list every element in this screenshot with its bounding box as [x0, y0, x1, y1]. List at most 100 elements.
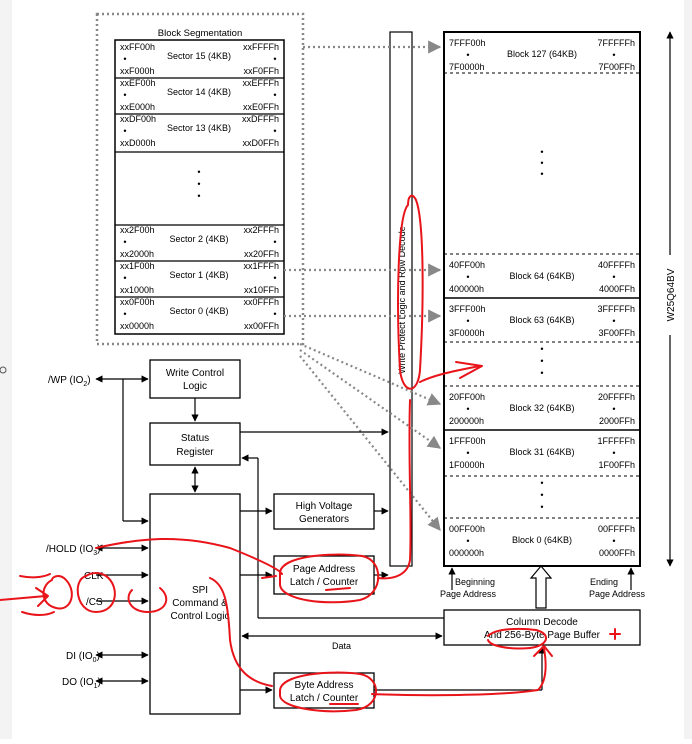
- sector-end-address-2: xx00FFh: [244, 321, 279, 331]
- block-name: Block 31 (64KB): [509, 447, 574, 457]
- status-register-line1: Status: [181, 433, 209, 444]
- block-bullet: •: [466, 448, 469, 458]
- annotation-left-stroke: [19, 573, 51, 579]
- sector-end-address: xx2FFFh: [243, 225, 279, 235]
- sector-start-address-2: xxF000h: [120, 66, 155, 76]
- column-decode-arrow: [529, 565, 553, 609]
- beginning-line2: Page Address: [440, 589, 497, 599]
- spi-line2: Command &: [172, 598, 228, 609]
- annotation-arrow-to-memory: [419, 365, 481, 383]
- block-top-left-address: 1FFF00h: [449, 436, 486, 446]
- annotation-column-oval: [487, 627, 547, 650]
- annotation-page-address-oval: [279, 553, 380, 604]
- write-protect-box: [389, 31, 413, 567]
- sector-bullet: •: [123, 90, 126, 100]
- block-bottom-left-address: 3F0000h: [449, 328, 485, 338]
- annotation-arrowhead-memory: [455, 361, 483, 379]
- sector-name: Sector 0 (4KB): [169, 306, 228, 316]
- ellipsis-dot: •: [540, 490, 543, 500]
- block-bottom-right-address: 2000FFh: [599, 416, 635, 426]
- sector-start-address-2: xxE000h: [120, 102, 155, 112]
- sector-bullet: •: [273, 309, 276, 319]
- spi-line1: SPI: [192, 585, 208, 596]
- block-top-left-address: 20FF00h: [449, 392, 485, 402]
- memory-array: [443, 31, 641, 567]
- sector-start-address-2: xx1000h: [120, 285, 154, 295]
- block-name: Block 63 (64KB): [509, 315, 574, 325]
- sector-end-address-2: xxF0FFh: [243, 66, 279, 76]
- sector-start-address: xx2F00h: [120, 225, 155, 235]
- sector-name: Sector 1 (4KB): [169, 270, 228, 280]
- sector-bullet: •: [123, 273, 126, 283]
- sector-bullet: •: [123, 237, 126, 247]
- sector-start-address-2: xxD000h: [120, 138, 156, 148]
- sector-end-address: xxFFFFh: [243, 42, 279, 52]
- annotation-underline-page: [325, 587, 351, 591]
- column-decode-line1: Column Decode: [506, 617, 578, 628]
- page-address-line2: Latch / Counter: [290, 577, 359, 588]
- sector-bullet: •: [273, 273, 276, 283]
- annotation-oval-2: [76, 572, 116, 613]
- sector-bullet: •: [123, 126, 126, 136]
- sector-start-address: xxFF00h: [120, 42, 155, 52]
- annotation-column-arrowhead: [533, 645, 553, 657]
- sector-name: Sector 13 (4KB): [167, 123, 231, 133]
- annotation-oval-3: [127, 587, 168, 613]
- block-top-right-address: 00FFFFh: [598, 524, 635, 534]
- block-bullet: •: [612, 316, 615, 326]
- write-control-line1: Write Control: [166, 368, 224, 379]
- ellipsis-dot: •: [540, 158, 543, 168]
- pin-hold: /HOLD (IO3): [46, 544, 100, 557]
- sector-bullet: •: [123, 309, 126, 319]
- ellipsis-dot: •: [540, 356, 543, 366]
- block-bullet: •: [466, 50, 469, 60]
- ellipsis-dot: •: [540, 344, 543, 354]
- block-bullet: •: [466, 404, 469, 414]
- block-bottom-left-address: 1F0000h: [449, 460, 485, 470]
- red-annotations: [0, 194, 621, 713]
- block-bullet: •: [612, 50, 615, 60]
- ellipsis-dot: •: [540, 169, 543, 179]
- block-top-right-address: 40FFFFh: [598, 260, 635, 270]
- sector-end-address: xxEFFFh: [242, 78, 279, 88]
- byte-address-line2: Latch / Counter: [290, 693, 359, 704]
- sector-bullet: •: [273, 237, 276, 247]
- annotation-byte-to-column: [371, 647, 547, 697]
- sector-start-address-2: xx2000h: [120, 249, 154, 259]
- sector-start-address: xx0F00h: [120, 297, 155, 307]
- column-decode-line2: And 256-Byte Page Buffer: [484, 630, 601, 641]
- annotation-page-to-wp: [377, 399, 412, 580]
- block-bottom-left-address: 7F0000h: [449, 62, 485, 72]
- block-bottom-left-address: 400000h: [449, 284, 484, 294]
- chip-label-bg: [661, 255, 679, 335]
- block-bottom-right-address: 4000FFh: [599, 284, 635, 294]
- annotation-write-protect-oval: [397, 194, 424, 390]
- write-control-logic-box: [149, 359, 241, 399]
- data-bus-label: Data: [332, 641, 351, 651]
- page-address-line1: Page Address: [293, 564, 355, 575]
- sector-end-address-2: xxE0FFh: [243, 102, 279, 112]
- block-bullet: •: [612, 536, 615, 546]
- block-bullet: •: [466, 316, 469, 326]
- sector-bullet: •: [273, 90, 276, 100]
- sector-start-address: xx1F00h: [120, 261, 155, 271]
- annotation-left-arrowhead: [35, 587, 49, 607]
- block-bullet: •: [466, 536, 469, 546]
- pin-di: DI (IO0): [66, 651, 100, 664]
- status-register-line2: Register: [176, 447, 214, 458]
- block-bottom-left-address: 000000h: [449, 548, 484, 558]
- ellipsis-dot: •: [197, 179, 200, 189]
- block-top-right-address: 7FFFFFh: [598, 38, 636, 48]
- block-bullet: •: [466, 272, 469, 282]
- sector-table: [114, 39, 285, 335]
- ending-line1: Ending: [590, 577, 618, 587]
- block-bullet: •: [612, 272, 615, 282]
- chip-name: W25Q64BV: [666, 268, 677, 321]
- ellipsis-dot: •: [197, 191, 200, 201]
- sector-end-address-2: xx20FFh: [244, 249, 279, 259]
- block-top-left-address: 00FF00h: [449, 524, 485, 534]
- sector-start-address: xxDF00h: [120, 114, 156, 124]
